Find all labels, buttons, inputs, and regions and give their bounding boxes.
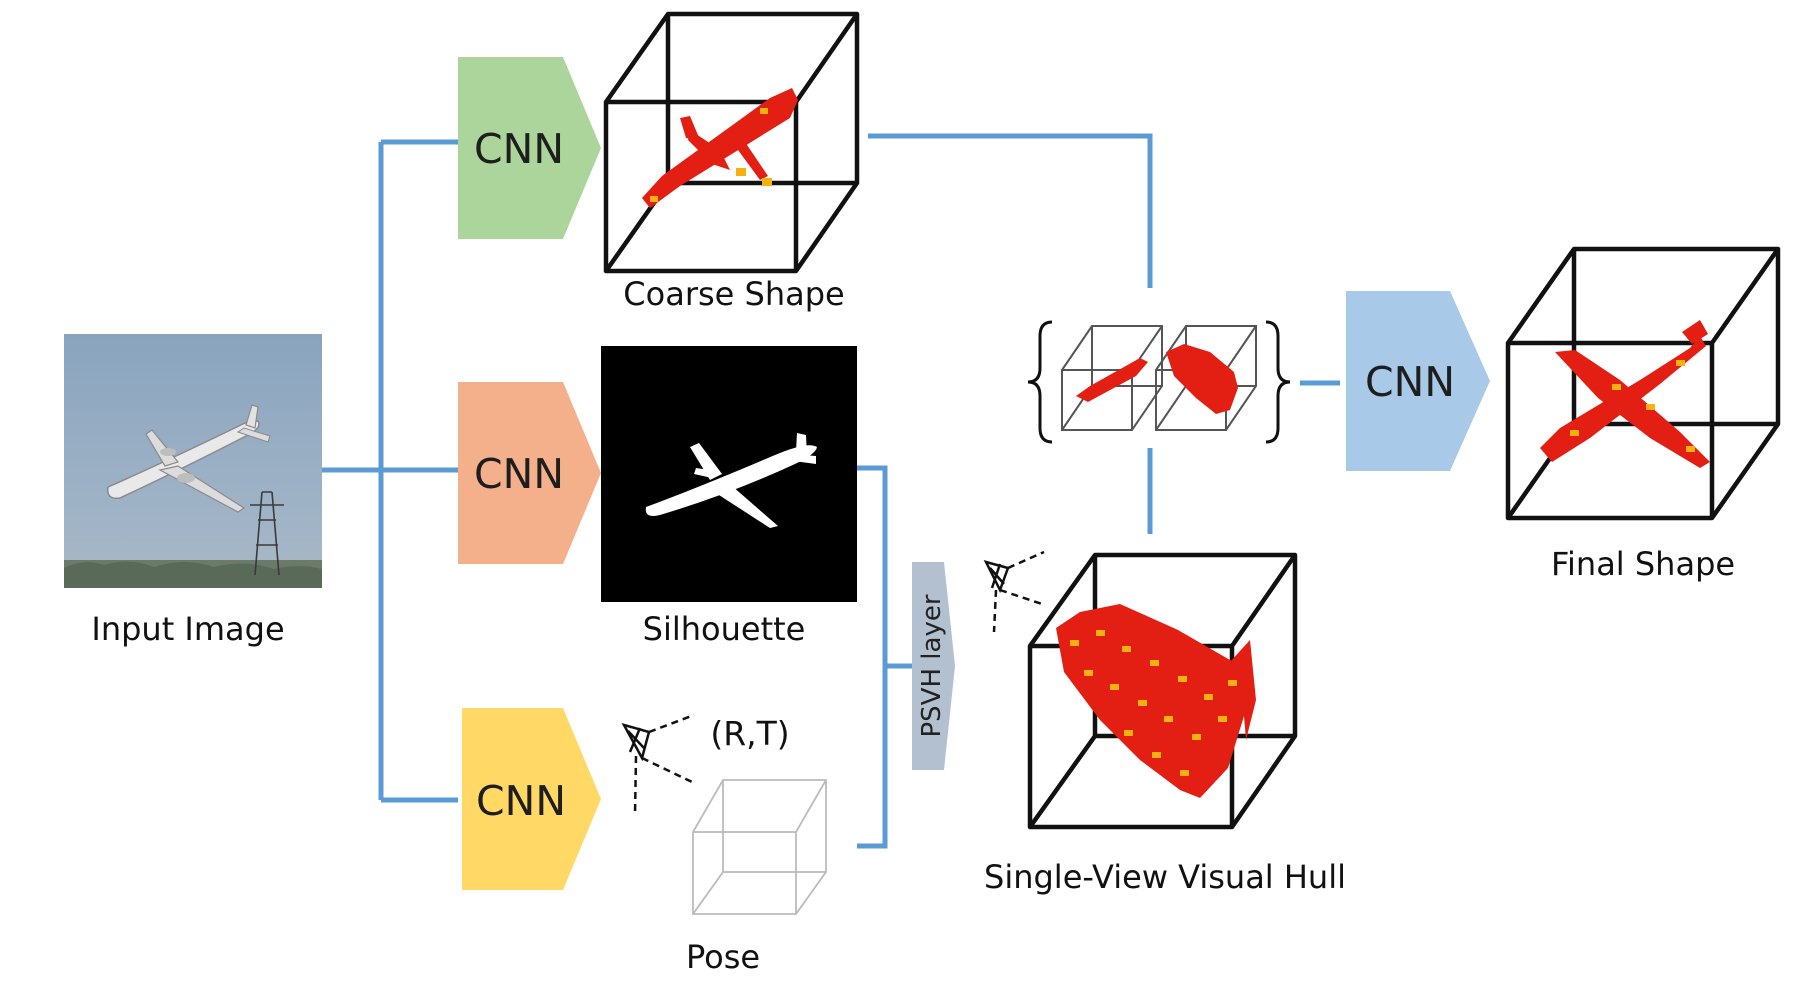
airplane-silhouette-icon [645, 433, 817, 528]
pose-cube [692, 779, 827, 915]
input-image [64, 334, 322, 588]
hull-camera-icon [983, 550, 1045, 633]
power-tower-icon [250, 491, 284, 576]
visual-hull-voxels [1056, 604, 1256, 798]
coarse-shape-cube [603, 11, 860, 274]
pose-parameter: (R,T) [710, 714, 789, 753]
cnn-silhouette-label: CNN [474, 450, 564, 498]
combined-hull-cube [1155, 325, 1257, 431]
combined-coarse-cube [1061, 325, 1163, 431]
silhouette-label: Silhouette [643, 610, 806, 648]
cnn-final-block: CNN [1346, 291, 1490, 471]
cnn-final-label: CNN [1365, 358, 1455, 406]
coarse-to-combine-wire [868, 133, 1153, 288]
combined-volumes [1027, 320, 1291, 444]
airplane-photo [107, 404, 271, 513]
visual-hull-cube [1027, 552, 1298, 830]
pose-label: Pose [686, 938, 760, 976]
input-image-label: Input Image [91, 610, 284, 648]
coarse-voxel-airplane [642, 88, 798, 208]
cnn-pose-block: CNN [462, 708, 601, 890]
final-voxel-airplane [1540, 320, 1710, 468]
psvh-label: PSVH layer [917, 594, 947, 737]
silhouette-image [601, 346, 857, 602]
visual-hull-label: Single-View Visual Hull [984, 858, 1346, 896]
final-shape-cube [1505, 246, 1781, 521]
silhouette-to-psvh-wire [857, 465, 888, 849]
coarse-shape-label: Coarse Shape [623, 275, 844, 313]
camera-frustum-icon [621, 713, 695, 816]
connectors [322, 133, 1340, 849]
psvh-layer: PSVH layer [912, 562, 955, 770]
final-shape-label: Final Shape [1551, 545, 1735, 583]
cnn-coarse-block: CNN [458, 57, 601, 239]
cnn-pose-label: CNN [476, 777, 566, 825]
cnn-silhouette-block: CNN [458, 382, 601, 564]
cnn-coarse-label: CNN [474, 125, 564, 173]
